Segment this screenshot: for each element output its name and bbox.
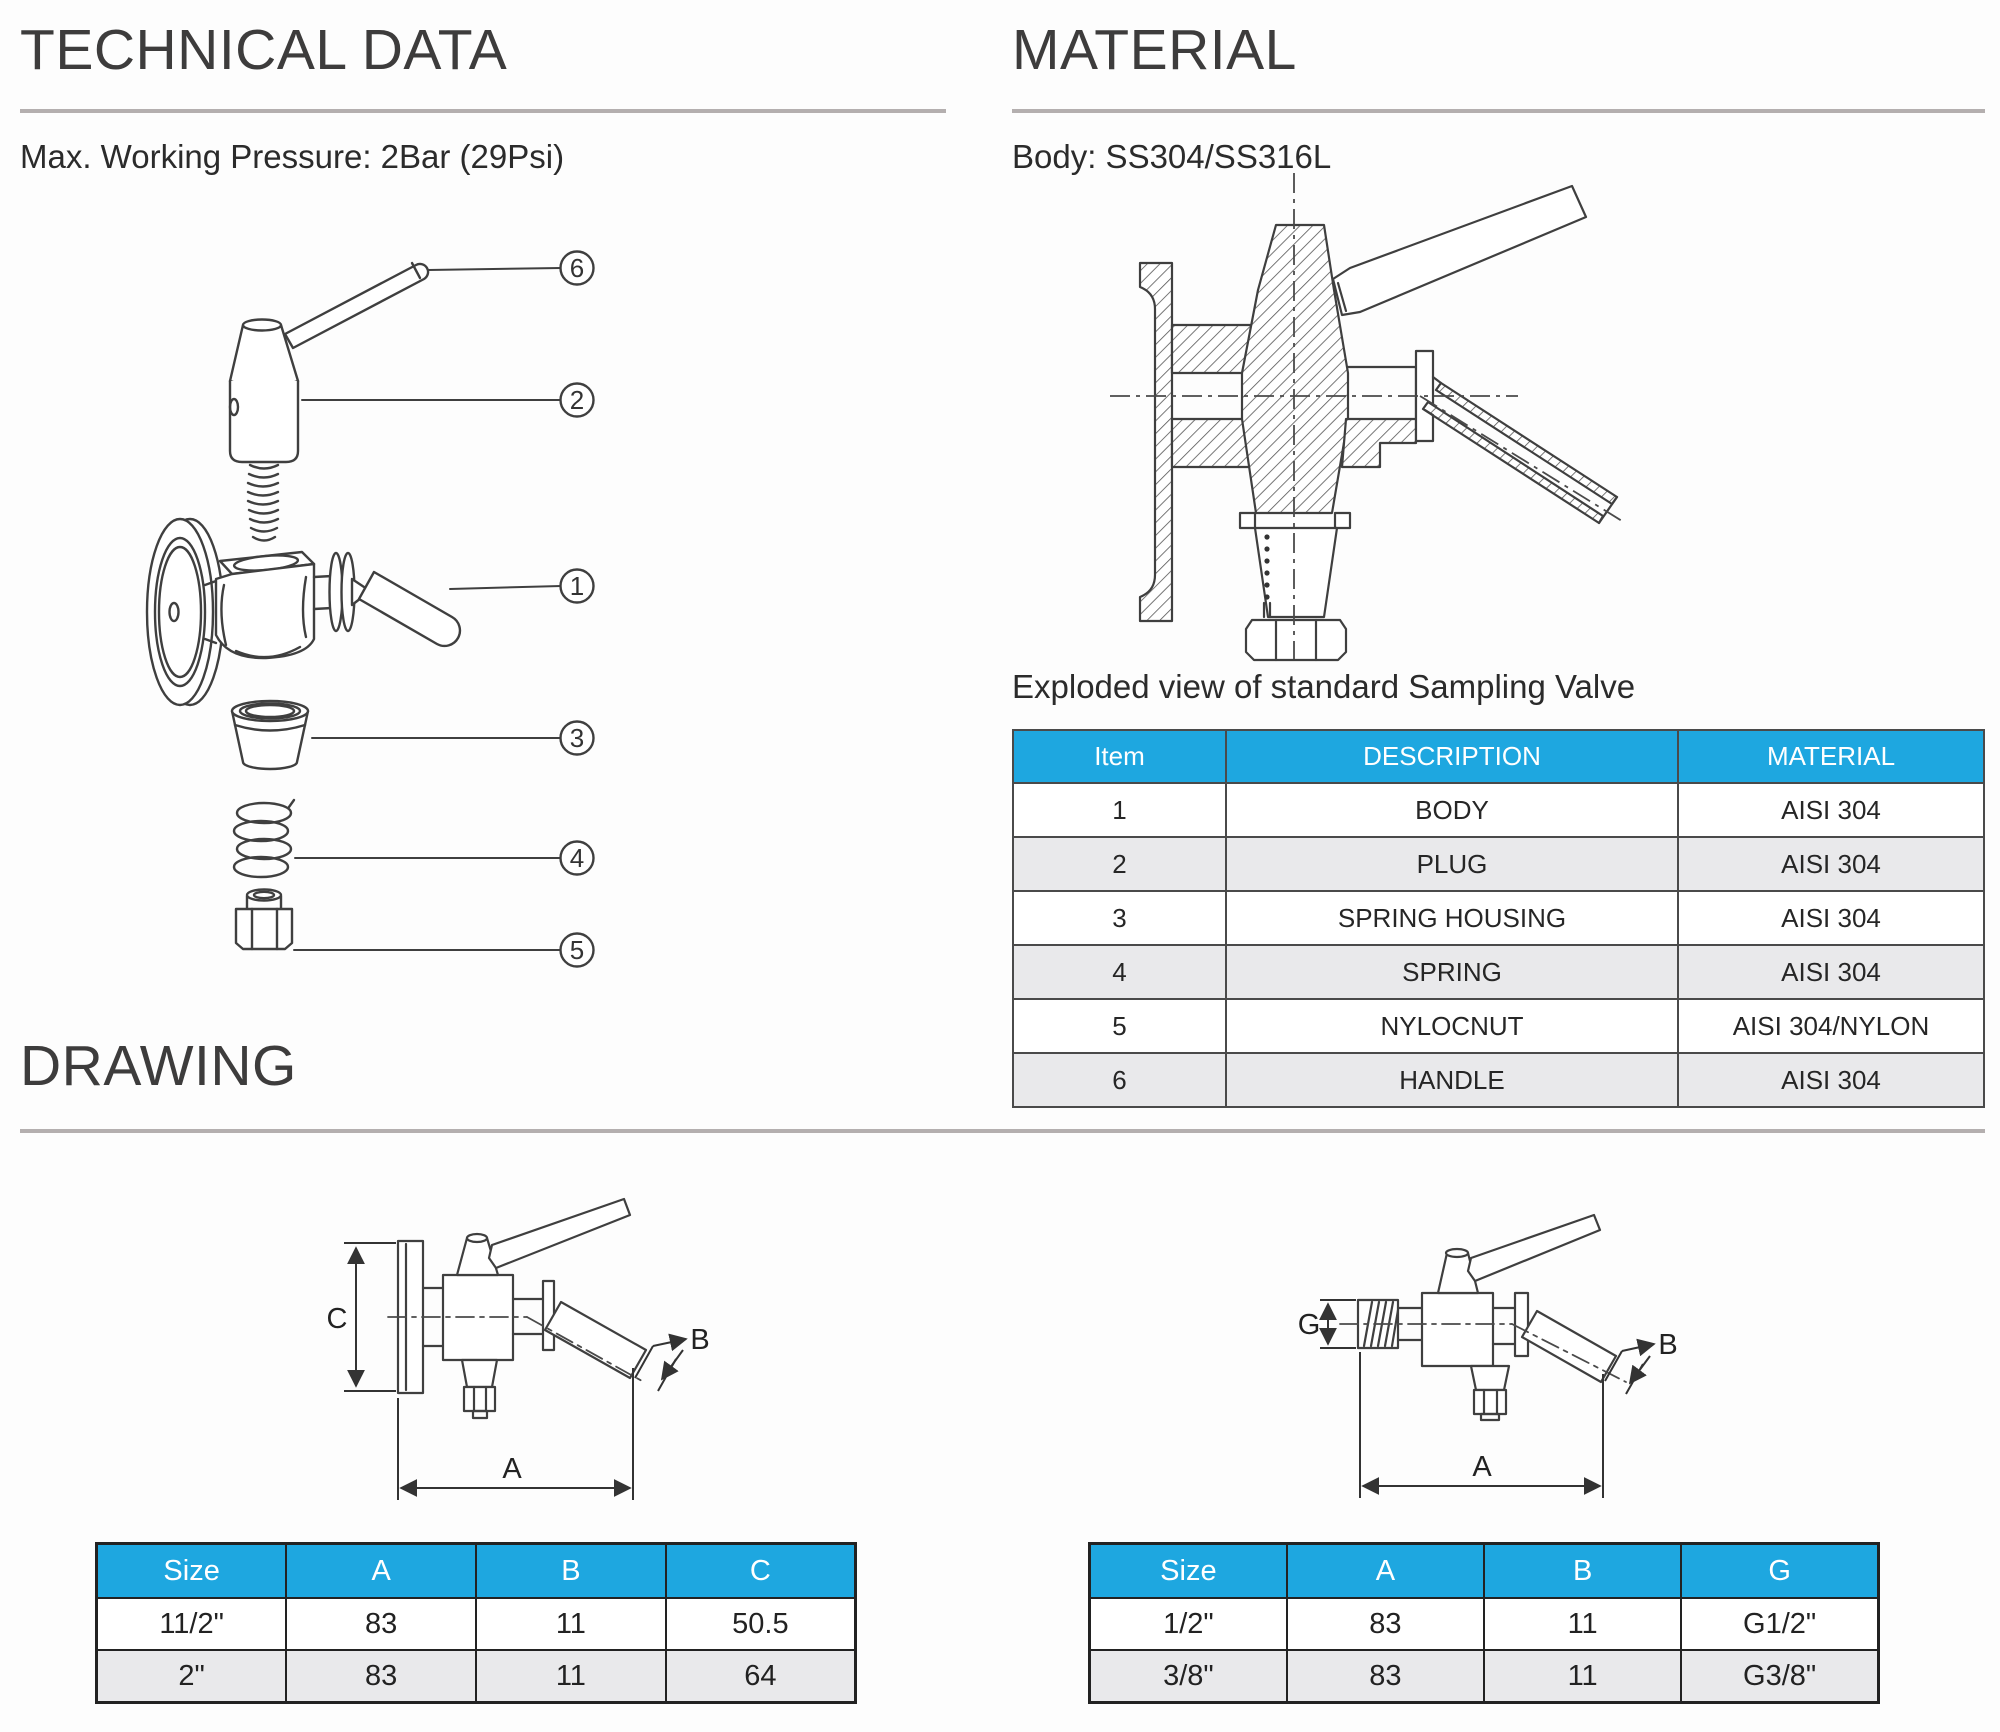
cross-section-diagram	[1110, 173, 1623, 662]
drawing-rule	[20, 1129, 1985, 1133]
callout-6: 6	[570, 253, 584, 283]
dimension-labels: G A B	[1298, 1309, 1678, 1483]
dimensions	[1319, 1299, 1656, 1498]
callout-circles	[559, 250, 595, 968]
clamp-valve-drawing: C A B	[327, 1197, 710, 1500]
clamp-col-size: Size	[95, 1542, 288, 1599]
part-spring	[232, 798, 296, 879]
dim-label-b: B	[1658, 1329, 1677, 1361]
dim-label-a: A	[502, 1453, 522, 1485]
valve-centerline	[387, 1316, 643, 1382]
table-row: 2" 83 11 64	[95, 1649, 857, 1704]
clamp-col-b: B	[475, 1542, 667, 1599]
section-handle	[1331, 184, 1588, 317]
callout-2: 2	[570, 385, 584, 415]
table-row: 6 HANDLE AISI 304	[1012, 1052, 1985, 1108]
callout-5: 5	[570, 935, 584, 965]
clamp-col-a: A	[285, 1542, 477, 1599]
part-plug	[228, 318, 300, 542]
callout-4: 4	[570, 843, 584, 873]
clamp-table-header-row: Size A B C	[95, 1542, 857, 1599]
part-nylocnut	[234, 888, 294, 951]
material-rule	[1012, 109, 1985, 113]
table-row: 3 SPRING HOUSING AISI 304	[1012, 890, 1985, 946]
part-handle-rod	[283, 261, 430, 350]
part-spring-housing	[230, 699, 310, 771]
exploded-view-diagram: 6 2 1 3 4 5	[145, 250, 595, 968]
threaded-col-b: B	[1482, 1542, 1683, 1599]
dim-label-g: G	[1298, 1309, 1321, 1341]
table-row: 11/2" 83 11 50.5	[95, 1597, 857, 1651]
table-row: 2 PLUG AISI 304	[1012, 836, 1985, 892]
threaded-dimensions-table: Size A B G 1/2" 83 11 G1/2" 3/8" 83 11 G…	[1088, 1542, 1880, 1704]
threaded-valve-drawing: G A B	[1298, 1213, 1678, 1498]
clamp-col-c: C	[664, 1542, 857, 1599]
materials-col-item: Item	[1012, 729, 1227, 784]
valve-outline	[396, 1197, 648, 1420]
drawing-title: DRAWING	[20, 1034, 297, 1098]
materials-col-material: MATERIAL	[1677, 729, 1985, 784]
exploded-view-caption: Exploded view of standard Sampling Valve	[1012, 668, 1636, 705]
material-subtitle: Body: SS304/SS316L	[1012, 138, 1332, 175]
materials-table: Item DESCRIPTION MATERIAL 1 BODY AISI 30…	[1012, 729, 1985, 1108]
table-row: 1 BODY AISI 304	[1012, 782, 1985, 838]
dimensions	[344, 1242, 688, 1500]
dim-label-c: C	[327, 1303, 348, 1335]
threaded-col-g: G	[1680, 1542, 1880, 1599]
callout-leaders	[293, 267, 562, 951]
section-spring-pins	[1264, 534, 1270, 600]
table-row: 1/2" 83 11 G1/2"	[1088, 1597, 1880, 1651]
technical-data-title: TECHNICAL DATA	[20, 18, 508, 82]
table-row: 4 SPRING AISI 304	[1012, 944, 1985, 1000]
threaded-col-a: A	[1285, 1542, 1486, 1599]
table-row: 5 NYLOCNUT AISI 304/NYLON	[1012, 998, 1985, 1054]
part-body	[145, 517, 462, 707]
section-body	[1340, 349, 1435, 469]
callout-1: 1	[570, 571, 584, 601]
threaded-table-header-row: Size A B G	[1088, 1542, 1880, 1599]
table-row: 3/8" 83 11 G3/8"	[1088, 1649, 1880, 1704]
material-title: MATERIAL	[1012, 18, 1297, 82]
section-centerlines	[1110, 173, 1623, 659]
section-spring-housing	[1238, 511, 1352, 619]
materials-header-row: Item DESCRIPTION MATERIAL	[1012, 729, 1985, 784]
threaded-col-size: Size	[1088, 1542, 1288, 1599]
technical-rule	[20, 109, 946, 113]
dimension-labels: C A B	[327, 1303, 710, 1485]
section-plug-cone	[1240, 223, 1350, 515]
dim-label-a: A	[1472, 1451, 1492, 1483]
callout-numbers: 6 2 1 3 4 5	[570, 253, 584, 965]
technical-subtitle: Max. Working Pressure: 2Bar (29Psi)	[20, 138, 565, 175]
clamp-dimensions-table: Size A B C 11/2" 83 11 50.5 2" 83 11 64	[95, 1542, 857, 1704]
dim-label-b: B	[690, 1324, 709, 1356]
materials-col-description: DESCRIPTION	[1225, 729, 1679, 784]
section-nut	[1244, 618, 1348, 662]
section-spout	[1421, 375, 1619, 525]
valve-outline	[1356, 1213, 1618, 1422]
callout-3: 3	[570, 723, 584, 753]
valve-centerline	[1339, 1323, 1627, 1383]
